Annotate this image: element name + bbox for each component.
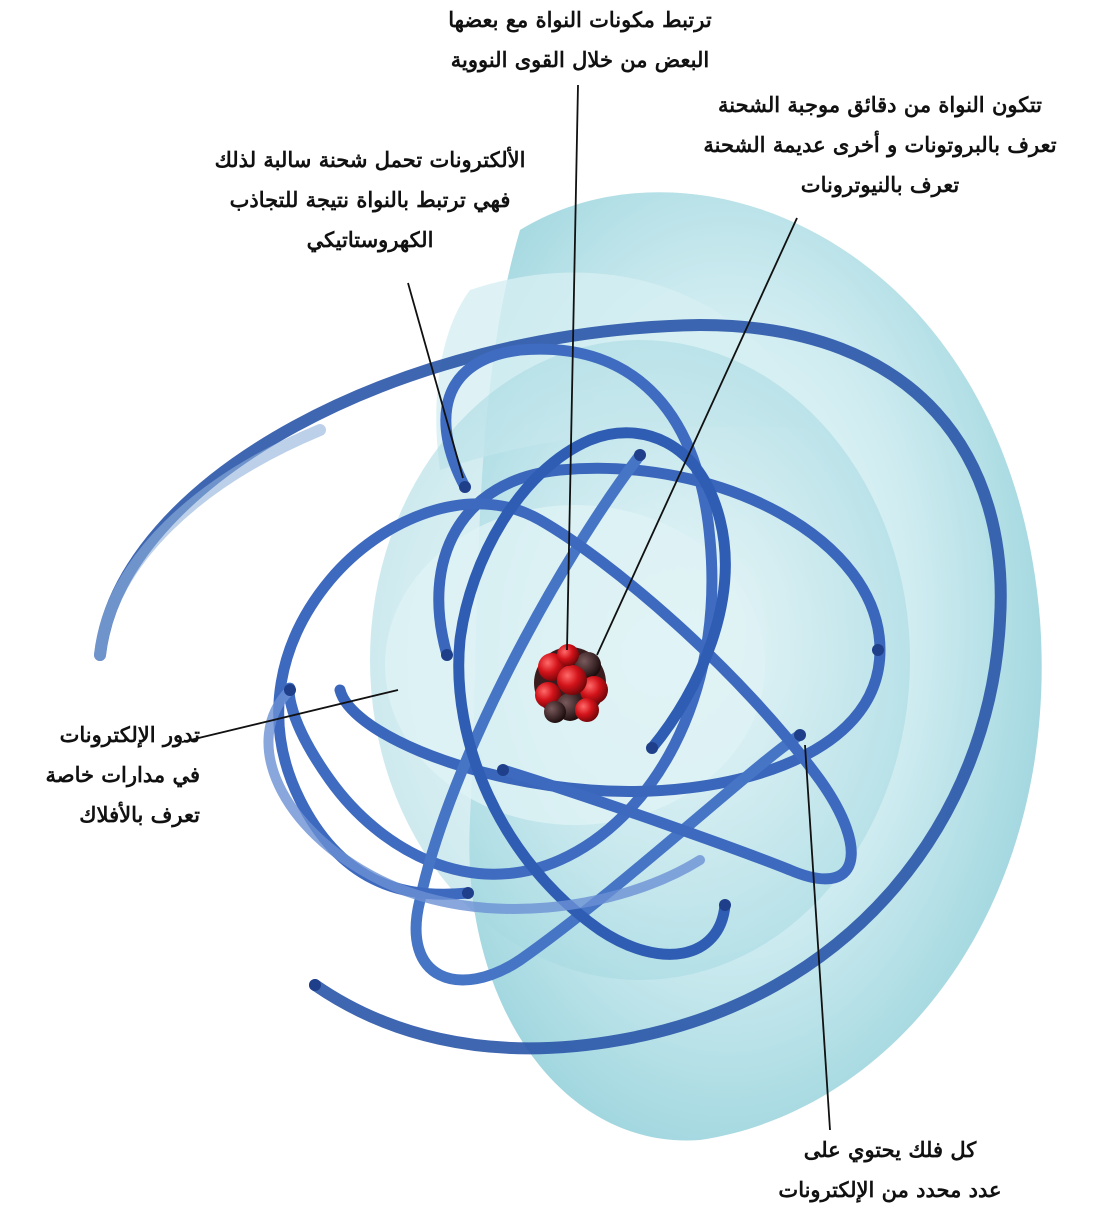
label-nuclear-forces-line1: ترتبط مكونات النواة مع بعضها — [420, 0, 740, 40]
label-electron-charge-line3: الكهروستاتيكي — [180, 220, 560, 260]
label-shell-count: كل فلك يحتوي على عدد محدد من الإلكترونات — [740, 1130, 1040, 1210]
label-electron-charge: الألكترونات تحمل شحنة سالبة لذلك فهي ترت… — [180, 140, 560, 260]
label-nucleus-composition-line2: تعرف بالبروتونات و أخرى عديمة الشحنة — [670, 125, 1090, 165]
label-nuclear-forces: ترتبط مكونات النواة مع بعضها البعض من خل… — [420, 0, 740, 80]
electron-2 — [441, 649, 453, 661]
electron-9 — [462, 887, 474, 899]
label-electron-charge-line2: فهي ترتبط بالنواة نتيجة للتجاذب — [180, 180, 560, 220]
electron-5 — [497, 764, 509, 776]
electron-8 — [872, 644, 884, 656]
label-nuclear-forces-line2: البعض من خلال القوى النووية — [420, 40, 740, 80]
electron-3 — [634, 449, 646, 461]
label-orbits-line2: في مدارات خاصة — [10, 755, 200, 795]
label-orbits-line1: تدور الإلكترونات — [10, 715, 200, 755]
label-nucleus-composition: تتكون النواة من دقائق موجبة الشحنة تعرف … — [670, 85, 1090, 205]
label-shell-count-line2: عدد محدد من الإلكترونات — [740, 1170, 1040, 1210]
orbit-outer-faint — [100, 430, 320, 655]
label-orbits-line3: تعرف بالأفلاك — [10, 795, 200, 835]
electron-7 — [794, 729, 806, 741]
nucleus — [534, 644, 608, 723]
label-nucleus-composition-line3: تعرف بالنيوترونات — [670, 165, 1090, 205]
label-nucleus-composition-line1: تتكون النواة من دقائق موجبة الشحنة — [670, 85, 1090, 125]
electron-10 — [719, 899, 731, 911]
electron-6 — [646, 742, 658, 754]
label-electron-charge-line1: الألكترونات تحمل شحنة سالبة لذلك — [180, 140, 560, 180]
electron-1 — [459, 481, 471, 493]
electron-4 — [284, 684, 296, 696]
label-orbits: تدور الإلكترونات في مدارات خاصة تعرف بال… — [10, 715, 200, 835]
label-shell-count-line1: كل فلك يحتوي على — [740, 1130, 1040, 1170]
electron-11 — [309, 979, 321, 991]
